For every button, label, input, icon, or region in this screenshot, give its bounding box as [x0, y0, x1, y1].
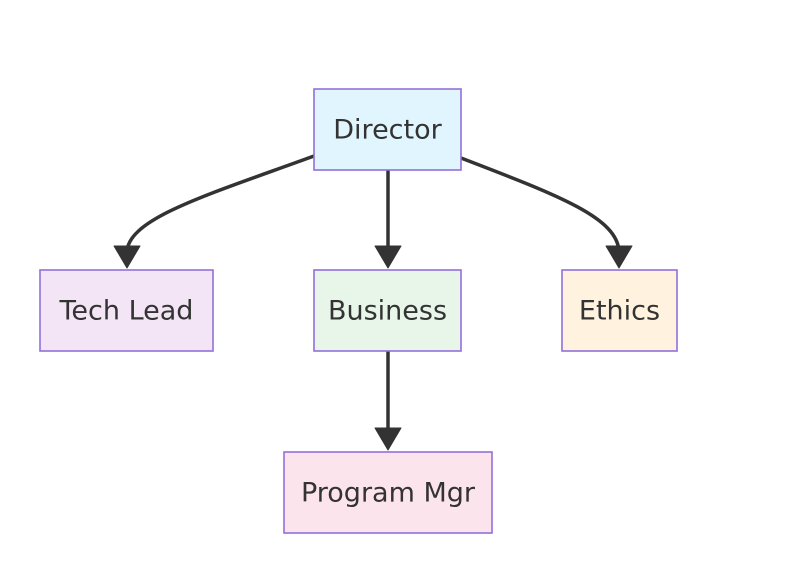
edge-business-to-program-mgr: [374, 350, 402, 451]
node-tech-lead-label: Tech Lead: [59, 296, 194, 327]
node-program-mgr-box: [283, 451, 493, 534]
node-program-mgr[interactable]: Program Mgr: [283, 451, 493, 534]
arrowhead: [605, 245, 633, 269]
edge-director-to-tech-lead: [113, 154, 316, 269]
node-business[interactable]: Business: [313, 269, 462, 352]
node-business-box: [313, 269, 462, 352]
node-ethics-box: [561, 269, 678, 352]
node-tech-lead[interactable]: Tech Lead: [39, 269, 214, 352]
node-tech-lead-box: [39, 269, 214, 352]
arrowhead: [374, 245, 402, 269]
arrowhead: [374, 427, 402, 451]
edge-director-to-business: [374, 169, 402, 269]
node-program-mgr-label: Program Mgr: [301, 478, 476, 509]
node-ethics-label: Ethics: [579, 296, 660, 327]
edges: [113, 154, 633, 451]
node-ethics[interactable]: Ethics: [561, 269, 678, 352]
arrowhead: [113, 245, 141, 269]
node-director[interactable]: Director: [313, 88, 462, 171]
node-director-box: [313, 88, 462, 171]
node-business-label: Business: [328, 296, 447, 327]
node-director-label: Director: [333, 115, 442, 146]
edge-director-to-ethics: [459, 156, 633, 269]
